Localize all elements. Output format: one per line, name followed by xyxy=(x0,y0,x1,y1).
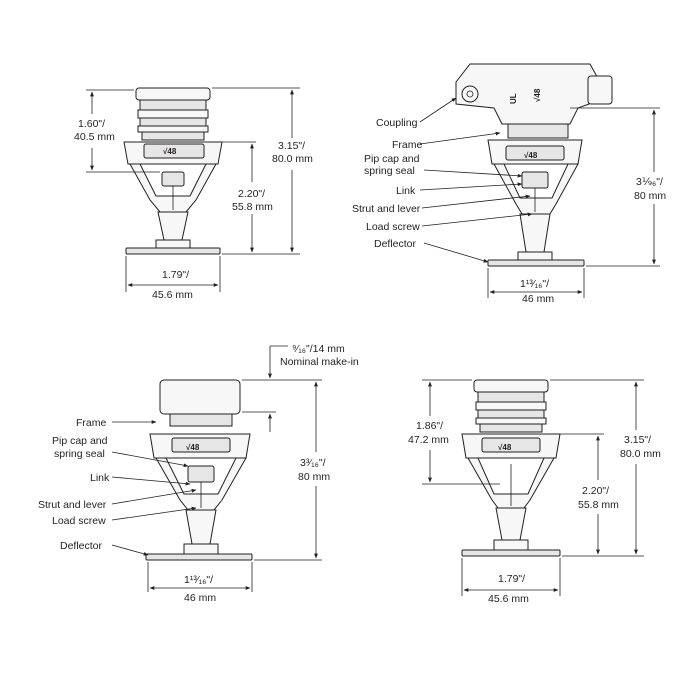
bottom-left-stamp: √48 xyxy=(186,443,200,452)
top-left-stamp: √48 xyxy=(163,147,177,156)
top-right-coupling-stamp-2: √48 xyxy=(533,88,542,102)
bottom-right-upper-height-in: 1.86"/ xyxy=(416,420,443,432)
top-right-label-frame: Frame xyxy=(392,139,422,151)
top-right-width-mm: 46 mm xyxy=(522,293,554,305)
bottom-left-sprinkler-body xyxy=(145,379,253,561)
bottom-right-mid-height-in: 2.20"/ xyxy=(582,485,609,497)
bottom-right-total-height-mm: 80.0 mm xyxy=(620,448,661,460)
bottom-right-total-height-in: 3.15"/ xyxy=(624,434,651,446)
top-right-height-mm: 80 mm xyxy=(634,190,666,202)
top-left-lower-height-in: 1.60"/ xyxy=(78,118,105,130)
bottom-left-label-deflector: Deflector xyxy=(60,540,103,552)
top-right-label-link: Link xyxy=(396,185,416,197)
bottom-left-label-link: Link xyxy=(90,472,110,484)
bottom-right-stamp: √48 xyxy=(498,443,512,452)
top-left-mid-height-mm: 55.8 mm xyxy=(232,201,273,213)
bottom-right-mid-height-mm: 55.8 mm xyxy=(578,499,619,511)
top-left-total-height-mm: 80.0 mm xyxy=(272,153,313,165)
top-right-sprinkler-body: UL √48 xyxy=(455,63,613,267)
top-left-total-height-in: 3.15"/ xyxy=(278,140,305,152)
bottom-right-width-mm: 45.6 mm xyxy=(488,593,529,605)
top-right-view: UL √48 √48 Coupling Frame Pip cap and sp… xyxy=(352,63,666,305)
top-right-height-in: 3⅑₆"/ xyxy=(636,176,663,188)
bottom-left-label-frame: Frame xyxy=(76,417,106,429)
top-left-lower-height-mm: 40.5 mm xyxy=(74,131,115,143)
bottom-left-width-mm: 46 mm xyxy=(184,592,216,604)
top-right-width-in: 1¹³⁄₁₆"/ xyxy=(520,278,549,290)
bottom-right-sprinkler-body xyxy=(461,379,561,557)
bottom-left-height-mm: 80 mm xyxy=(298,471,330,483)
top-right-stamp: √48 xyxy=(524,151,538,160)
top-right-label-strut: Strut and lever xyxy=(352,203,421,215)
top-left-width-in: 1.79"/ xyxy=(162,269,189,281)
bottom-left-label-strut: Strut and lever xyxy=(38,499,107,511)
bottom-left-makein-label: Nominal make-in xyxy=(280,356,359,368)
top-right-label-pip-cap-1: Pip cap and xyxy=(364,153,420,165)
bottom-left-width-in: 1¹³⁄₁₆"/ xyxy=(184,574,213,586)
bottom-left-view: √48 Frame Pip cap and spring seal Link S… xyxy=(38,343,359,604)
top-left-width-mm: 45.6 mm xyxy=(152,289,193,301)
top-right-label-coupling: Coupling xyxy=(376,117,418,129)
top-left-mid-height-in: 2.20"/ xyxy=(238,188,265,200)
bottom-right-width-in: 1.79"/ xyxy=(498,573,525,585)
bottom-right-upper-height-mm: 47.2 mm xyxy=(408,434,449,446)
bottom-left-height-in: 3³⁄₁₆"/ xyxy=(300,457,326,469)
bottom-left-label-pip-cap-2: spring seal xyxy=(54,448,105,460)
top-right-label-load-screw: Load screw xyxy=(366,221,420,233)
top-left-view: √48 1.60"/ 40.5 mm 3.15"/ 80.0 mm 2.20"/… xyxy=(74,87,313,301)
bottom-left-label-pip-cap-1: Pip cap and xyxy=(52,435,108,447)
top-right-label-pip-cap-2: spring seal xyxy=(364,165,415,177)
bottom-right-view: √48 1.86"/ 47.2 mm 3.15"/ 80.0 mm 2.20"/… xyxy=(408,379,661,605)
bottom-left-label-load-screw: Load screw xyxy=(52,515,106,527)
top-right-coupling-stamp: UL xyxy=(509,93,518,104)
top-left-sprinkler-body xyxy=(123,87,223,255)
bottom-left-makein-value: ⁹⁄₁₆"/14 mm xyxy=(292,343,345,355)
top-right-label-deflector: Deflector xyxy=(374,238,417,250)
